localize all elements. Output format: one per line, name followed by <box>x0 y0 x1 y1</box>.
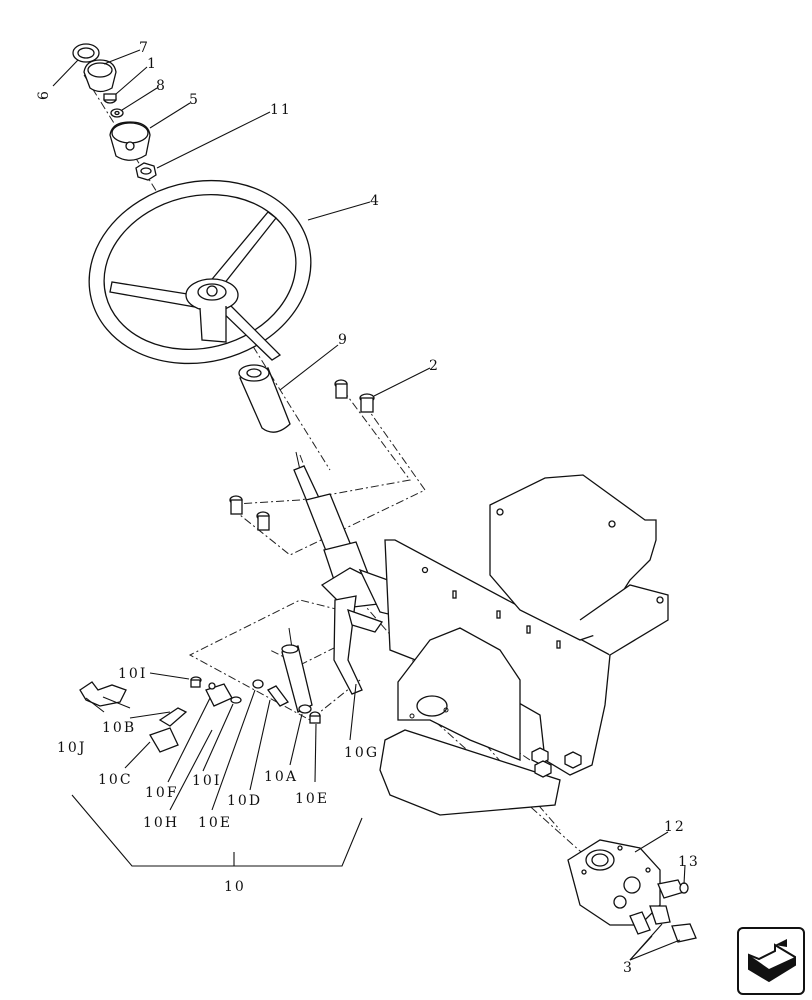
callout-10b: 10B <box>102 720 136 736</box>
nut-part-1 <box>103 93 117 104</box>
callout-2: 2 <box>429 358 440 374</box>
fitting-part-3 <box>629 905 697 943</box>
callout-10d: 10D <box>227 793 262 809</box>
callout-11: 11 <box>270 102 292 118</box>
callout-5: 5 <box>189 92 200 108</box>
bracket-part-10j <box>79 681 127 707</box>
steering-column-part <box>293 451 411 695</box>
center-cap-part <box>83 59 117 93</box>
arrow-icon <box>748 939 796 983</box>
shaft-sleeve-part <box>238 364 291 433</box>
callout-10a: 10A <box>264 769 298 785</box>
callout-8: 8 <box>156 78 167 94</box>
next-page-arrow-icon[interactable] <box>737 927 805 995</box>
steering-wheel-part <box>88 179 312 365</box>
bolt-part-2-a <box>334 379 348 399</box>
callout-10c: 10C <box>98 772 133 788</box>
gas-spring-part-10a <box>281 627 313 714</box>
hub-cover-part <box>109 121 151 161</box>
callout-10i-b: 10I <box>192 773 221 789</box>
callout-7: 7 <box>139 40 150 56</box>
callout-10h: 10H <box>143 815 179 831</box>
callout-1: 1 <box>147 56 158 72</box>
knob-part-10c <box>149 727 179 753</box>
leader-lines <box>52 49 686 961</box>
frame-bracket-part <box>379 474 669 816</box>
bolt-part-d <box>256 511 270 531</box>
callout-12: 12 <box>664 819 686 835</box>
steering-valve-part <box>567 839 661 926</box>
bolt-part-2-b <box>359 393 375 413</box>
callout-10j: 10J <box>57 740 86 756</box>
horn-cap-part <box>72 43 100 63</box>
washer-part-8 <box>110 108 124 118</box>
callout-4: 4 <box>370 193 381 209</box>
pin-part-10i <box>190 676 202 688</box>
spacer-part-10d <box>252 679 264 689</box>
fitting-part-13 <box>657 879 689 899</box>
callout-3: 3 <box>623 960 634 976</box>
callout-10e: 10E <box>198 815 232 831</box>
callout-10: 10 <box>224 879 246 895</box>
hex-nut-part-11 <box>135 162 157 181</box>
callout-6: 6 <box>36 89 52 100</box>
callout-9: 9 <box>338 332 349 348</box>
bolt-part-c <box>229 495 243 515</box>
lever-part-10b <box>158 707 188 727</box>
pin-part-10e <box>267 685 289 707</box>
bushing-part-10e <box>309 711 321 724</box>
callout-10e-b: 10E <box>295 791 329 807</box>
callout-10g: 10G <box>344 745 379 761</box>
callout-10f: 10F <box>145 785 179 801</box>
callout-13: 13 <box>678 854 700 870</box>
pin-part-10i-b <box>230 696 242 704</box>
callout-10i: 10I <box>118 666 147 682</box>
clamp-part-10f <box>205 682 233 707</box>
